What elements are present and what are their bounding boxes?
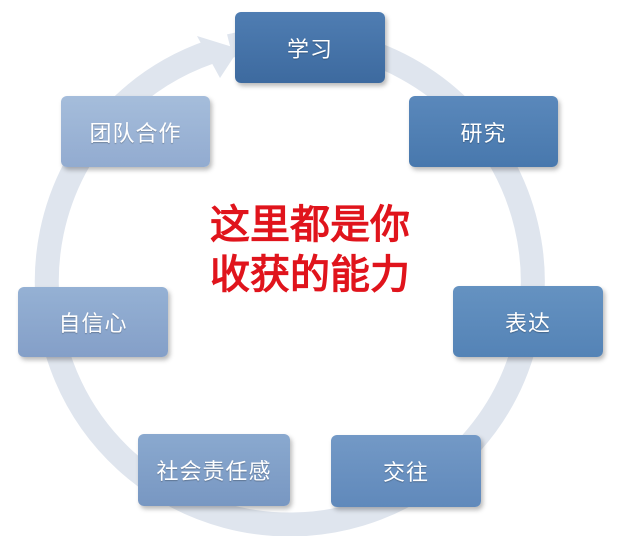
center-caption-line-2: 收获的能力: [210, 251, 410, 298]
center-caption-line-1: 这里都是你: [210, 201, 410, 248]
node-communication: 交往: [331, 435, 481, 507]
cycle-arrowhead: [197, 36, 239, 78]
node-social-responsibility: 社会责任感: [138, 434, 290, 506]
node-teamwork: 团队合作: [61, 96, 210, 167]
node-expression: 表达: [453, 286, 603, 357]
node-learning: 学习: [235, 12, 385, 83]
node-label: 研究: [460, 121, 507, 147]
node-research: 研究: [409, 96, 558, 167]
node-label: 自信心: [58, 312, 128, 337]
node-label: 学习: [286, 37, 333, 63]
node-label: 社会责任感: [156, 460, 272, 485]
node-self-confidence: 自信心: [18, 287, 168, 357]
node-label: 交往: [382, 461, 429, 486]
node-label: 团队合作: [89, 121, 182, 147]
node-label: 表达: [504, 311, 551, 337]
center-caption: 这里都是你 收获的能力: [190, 200, 430, 300]
